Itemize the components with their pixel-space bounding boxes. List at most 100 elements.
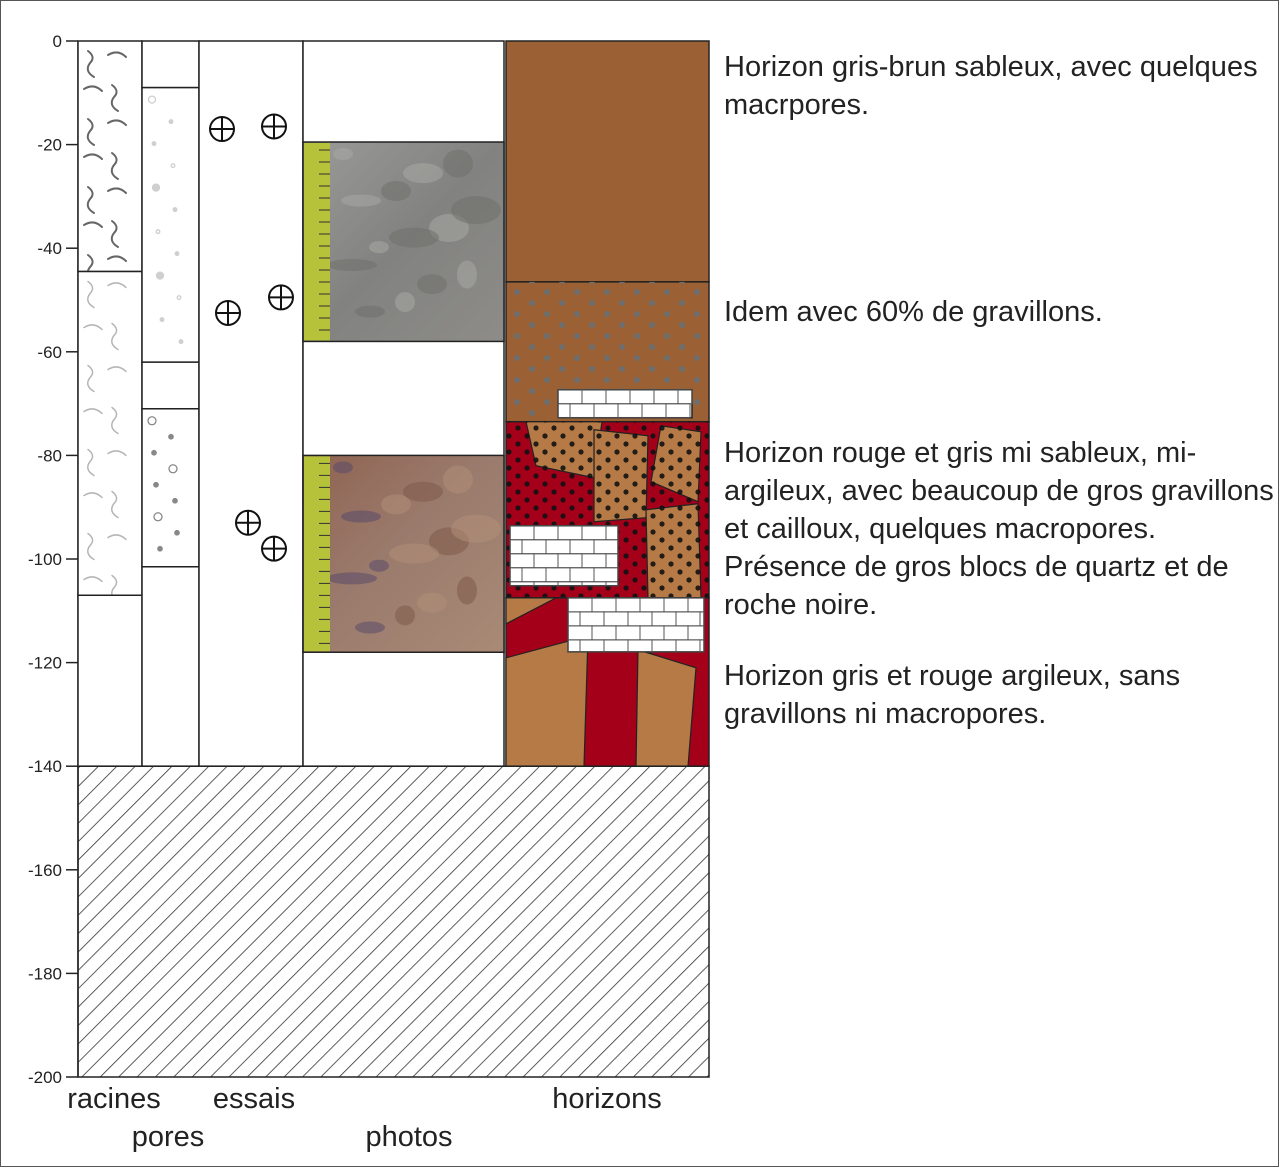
root-mark: [83, 492, 103, 499]
pore-mark: [157, 545, 163, 552]
photo-texture: [333, 461, 353, 474]
pore-mark: [147, 95, 157, 104]
photo-texture: [369, 241, 389, 254]
mottle: [505, 635, 589, 767]
photo-texture: [389, 543, 439, 564]
root-mark: [83, 85, 103, 92]
root-mark: [110, 84, 119, 112]
root-mark: [86, 50, 95, 78]
stone-block: [509, 524, 619, 587]
root-mark: [83, 408, 103, 415]
substrate-fill: [77, 765, 710, 1078]
photo-texture: [417, 274, 447, 295]
horizons-column: [505, 40, 710, 767]
root-mark: [86, 186, 95, 214]
pore-mark: [147, 416, 157, 426]
photo-texture: [403, 163, 443, 184]
root-mark: [107, 366, 127, 373]
pore-mark: [176, 295, 182, 301]
photo-texture: [443, 465, 473, 494]
axis-tick-label: -200: [28, 1068, 62, 1087]
root-mark: [107, 450, 127, 457]
racines-layer: [77, 40, 143, 273]
description-horizon-4: Horizon gris et rouge argileux, sans gra…: [724, 660, 1181, 730]
axis-tick-label: -140: [28, 757, 62, 776]
photo-texture: [381, 181, 411, 202]
photo-texture: [327, 572, 377, 585]
stone-cell: [665, 403, 691, 419]
horizon-fill: [505, 40, 710, 283]
pore-mark: [174, 529, 180, 536]
photos-column: [302, 40, 505, 767]
pore-mark: [153, 481, 159, 488]
soil-photo: [302, 454, 505, 653]
root-mark: [110, 220, 119, 248]
root-mark: [111, 490, 119, 519]
pore-mark: [153, 512, 163, 522]
column-label-horizons: horizons: [552, 1083, 662, 1115]
horizon-layer: [505, 40, 710, 283]
photo-texture: [389, 227, 439, 248]
root-mark: [107, 51, 127, 58]
root-mark: [83, 221, 103, 228]
column-label-photos: photos: [365, 1121, 452, 1153]
root-mark: [111, 406, 119, 435]
pores-column: [141, 40, 200, 767]
root-mark: [107, 282, 127, 289]
photo-texture: [457, 576, 477, 605]
description-horizon-2: Idem avec 60% de gravillons.: [724, 296, 1103, 328]
essais-column: [198, 40, 304, 767]
horizon-layer: [505, 281, 710, 423]
soil-photo: [302, 141, 505, 343]
photo-texture: [395, 605, 415, 626]
root-mark: [83, 576, 103, 583]
pores-layer: [141, 566, 200, 767]
axis-tick-label: -40: [37, 239, 62, 258]
column-label-essais: essais: [213, 1083, 295, 1115]
pores-layer: [141, 408, 200, 568]
pore-mark: [168, 433, 174, 440]
root-mark: [107, 119, 127, 126]
root-mark: [87, 532, 95, 561]
photo-texture: [333, 148, 353, 161]
pore-mark: [172, 497, 178, 504]
description-horizon-1: Horizon gris-brun sableux, avec quelques…: [724, 51, 1258, 121]
pores-layer: [141, 86, 200, 363]
root-mark: [83, 153, 103, 160]
pore-mark: [168, 119, 174, 125]
mottle: [635, 649, 697, 767]
axis-tick-label: -120: [28, 654, 62, 673]
pore-mark: [155, 271, 165, 280]
root-mark: [87, 448, 95, 477]
axis-tick-label: -180: [28, 964, 62, 983]
root-mark: [107, 534, 127, 541]
photo-texture: [327, 259, 377, 272]
stone-cell: [677, 389, 693, 405]
pore-mark: [168, 464, 178, 474]
root-mark: [110, 152, 119, 180]
column-label-pores: pores: [132, 1121, 205, 1153]
axis-tick-label: -80: [37, 446, 62, 465]
photo-texture: [355, 305, 385, 318]
photo-texture: [417, 592, 447, 613]
stone-block: [567, 597, 705, 653]
description-horizon-3: Horizon rouge et gris mi sableux, mi-arg…: [724, 437, 1274, 621]
racines-layer: [77, 594, 143, 767]
column-label-racines: racines: [67, 1083, 161, 1115]
photo-texture: [451, 196, 501, 225]
mottle: [505, 597, 557, 625]
axis-tick-label: -160: [28, 861, 62, 880]
pore-mark: [170, 163, 176, 169]
pore-mark: [174, 251, 180, 257]
axis-tick-label: -20: [37, 136, 62, 155]
axis-tick-label: 0: [53, 32, 62, 51]
root-mark: [111, 322, 119, 351]
photo-texture: [369, 559, 389, 572]
root-mark: [107, 187, 127, 194]
root-mark: [87, 364, 95, 393]
measuring-tape: [304, 456, 330, 652]
root-mark: [83, 324, 103, 331]
photo-texture: [341, 194, 381, 207]
